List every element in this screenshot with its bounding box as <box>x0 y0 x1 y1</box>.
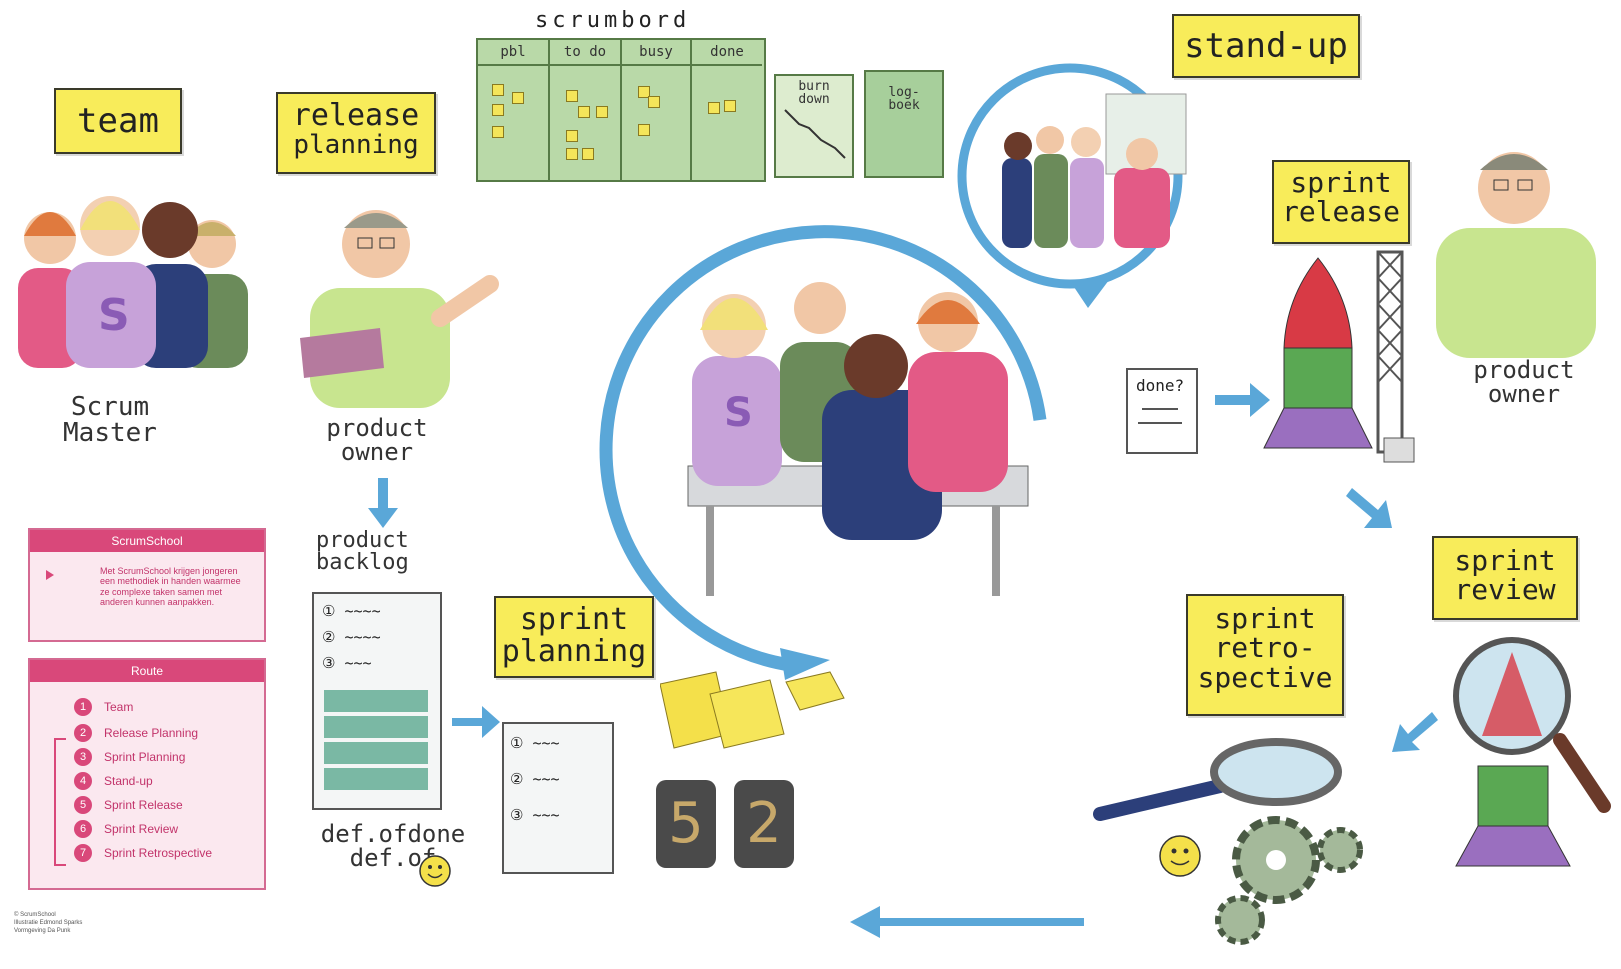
team-at-table: S <box>687 282 1029 596</box>
logbook: log- boek <box>864 70 944 178</box>
dice-icon: 5 <box>656 780 716 868</box>
sticky-notes-pile <box>660 671 845 749</box>
planning-item: ③ ~~~ <box>510 806 560 824</box>
caption-product-owner-right: product owner <box>1473 356 1575 408</box>
product-owner-figure <box>300 210 499 408</box>
caption-product-backlog: product backlog <box>316 528 409 575</box>
dice-icon: 2 <box>734 780 794 868</box>
rocket-icon <box>1263 250 1415 463</box>
label-sprint-planning: sprint planning <box>494 596 654 678</box>
planning-item: ② ~~~ <box>510 770 560 788</box>
stand-up-group <box>1002 93 1187 248</box>
sprint-planning-sheet: ① ~~~ ② ~~~ ③ ~~~ <box>502 722 614 874</box>
arrow-icon <box>850 906 1084 938</box>
route-title: Route <box>30 660 264 682</box>
product-backlog-sheet: ① ~~~~ ② ~~~~ ③ ~~~ <box>312 592 442 810</box>
label-sprint-review: sprint review <box>1432 536 1578 620</box>
scrumbord: pbl to do busy done <box>476 38 766 182</box>
label-sprint-release: sprint release <box>1272 160 1410 244</box>
svg-text:S: S <box>98 290 130 341</box>
planning-item: ① ~~~ <box>510 734 560 752</box>
smiley-icon <box>419 855 451 887</box>
arrow-icon <box>1392 712 1438 752</box>
magnifier-icon <box>1093 738 1342 821</box>
done-card: done? <box>1126 368 1198 454</box>
credit: © ScrumSchool Illustratie Edmond Sparks … <box>14 912 83 934</box>
arrow-icon <box>1215 383 1270 417</box>
bullet-icon <box>46 570 54 580</box>
team-figures: S <box>18 196 248 368</box>
label-release-planning: release planning <box>276 92 436 174</box>
column-busy: busy <box>622 40 690 66</box>
scrumschool-text: Met ScrumSchool krijgen jongeren een met… <box>100 566 241 608</box>
caption-product-owner-left: product owner <box>326 414 428 466</box>
caption-scrum-master: Scrum Master <box>63 392 157 448</box>
label-sprint-retrospective: sprint retro- spective <box>1186 594 1344 716</box>
column-todo: to do <box>550 40 620 66</box>
scrumschool-info-box: ScrumSchool Met ScrumSchool krijgen jong… <box>28 528 266 642</box>
backlog-item: ③ ~~~ <box>322 654 372 672</box>
smiley-icon <box>1159 835 1201 877</box>
product-owner-figure-right <box>1436 152 1596 358</box>
label-team: team <box>54 88 182 154</box>
svg-text:S: S <box>724 390 753 436</box>
arrow-icon <box>1346 488 1392 528</box>
review-rocket-icon <box>1453 637 1611 867</box>
scrumbord-title: scrumbord <box>535 8 691 33</box>
gears-icon <box>1215 816 1363 945</box>
backlog-item: ② ~~~~ <box>322 628 381 646</box>
arrow-icon <box>452 706 500 738</box>
label-stand-up: stand-up <box>1172 14 1360 78</box>
burndown-chart: burn down <box>774 74 854 178</box>
scrumschool-title: ScrumSchool <box>30 530 264 552</box>
backlog-item: ① ~~~~ <box>322 602 381 620</box>
column-done: done <box>692 40 762 66</box>
column-pbl: pbl <box>478 40 548 66</box>
arrow-icon <box>368 478 398 528</box>
